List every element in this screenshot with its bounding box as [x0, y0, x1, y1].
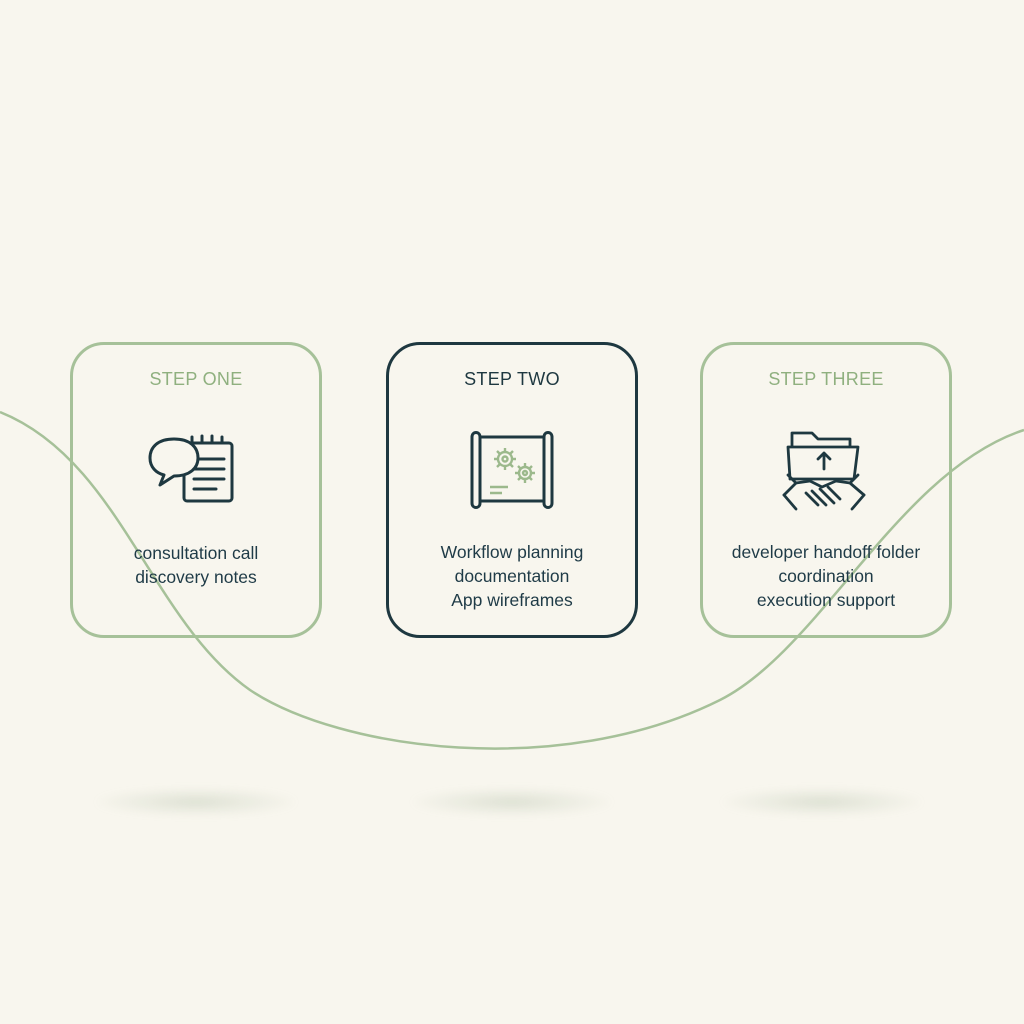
detail-line: documentation	[454, 566, 570, 586]
step-one-card[interactable]: STEP ONE consultation call discovery not…	[70, 342, 322, 638]
step-two-card[interactable]: STEP TWO	[386, 342, 638, 638]
step-one-title: STEP ONE	[149, 369, 243, 389]
step-two-title: STEP TWO	[464, 369, 560, 389]
detail-line: developer handoff folder	[731, 542, 921, 562]
detail-line: discovery notes	[135, 567, 257, 587]
card-shadow-three	[722, 788, 922, 816]
detail-line: App wireframes	[451, 590, 573, 610]
chat-notes-icon	[146, 423, 246, 519]
step-one-details: consultation call discovery notes	[73, 541, 319, 589]
card-shadow-one	[96, 788, 296, 816]
card-shadow-two	[412, 788, 612, 816]
step-three-title: STEP THREE	[768, 369, 884, 389]
step-two-details: Workflow planning documentation App wire…	[389, 540, 635, 612]
folder-handshake-icon	[776, 423, 876, 519]
detail-line: Workflow planning	[440, 542, 584, 562]
blueprint-gears-icon	[462, 423, 562, 519]
step-three-details: developer handoff folder coordination ex…	[703, 540, 949, 612]
step-three-card[interactable]: STEP THREE developer hando	[700, 342, 952, 638]
detail-line: execution support	[756, 590, 896, 610]
detail-line: coordination	[778, 566, 874, 586]
detail-line: consultation call	[133, 543, 259, 563]
